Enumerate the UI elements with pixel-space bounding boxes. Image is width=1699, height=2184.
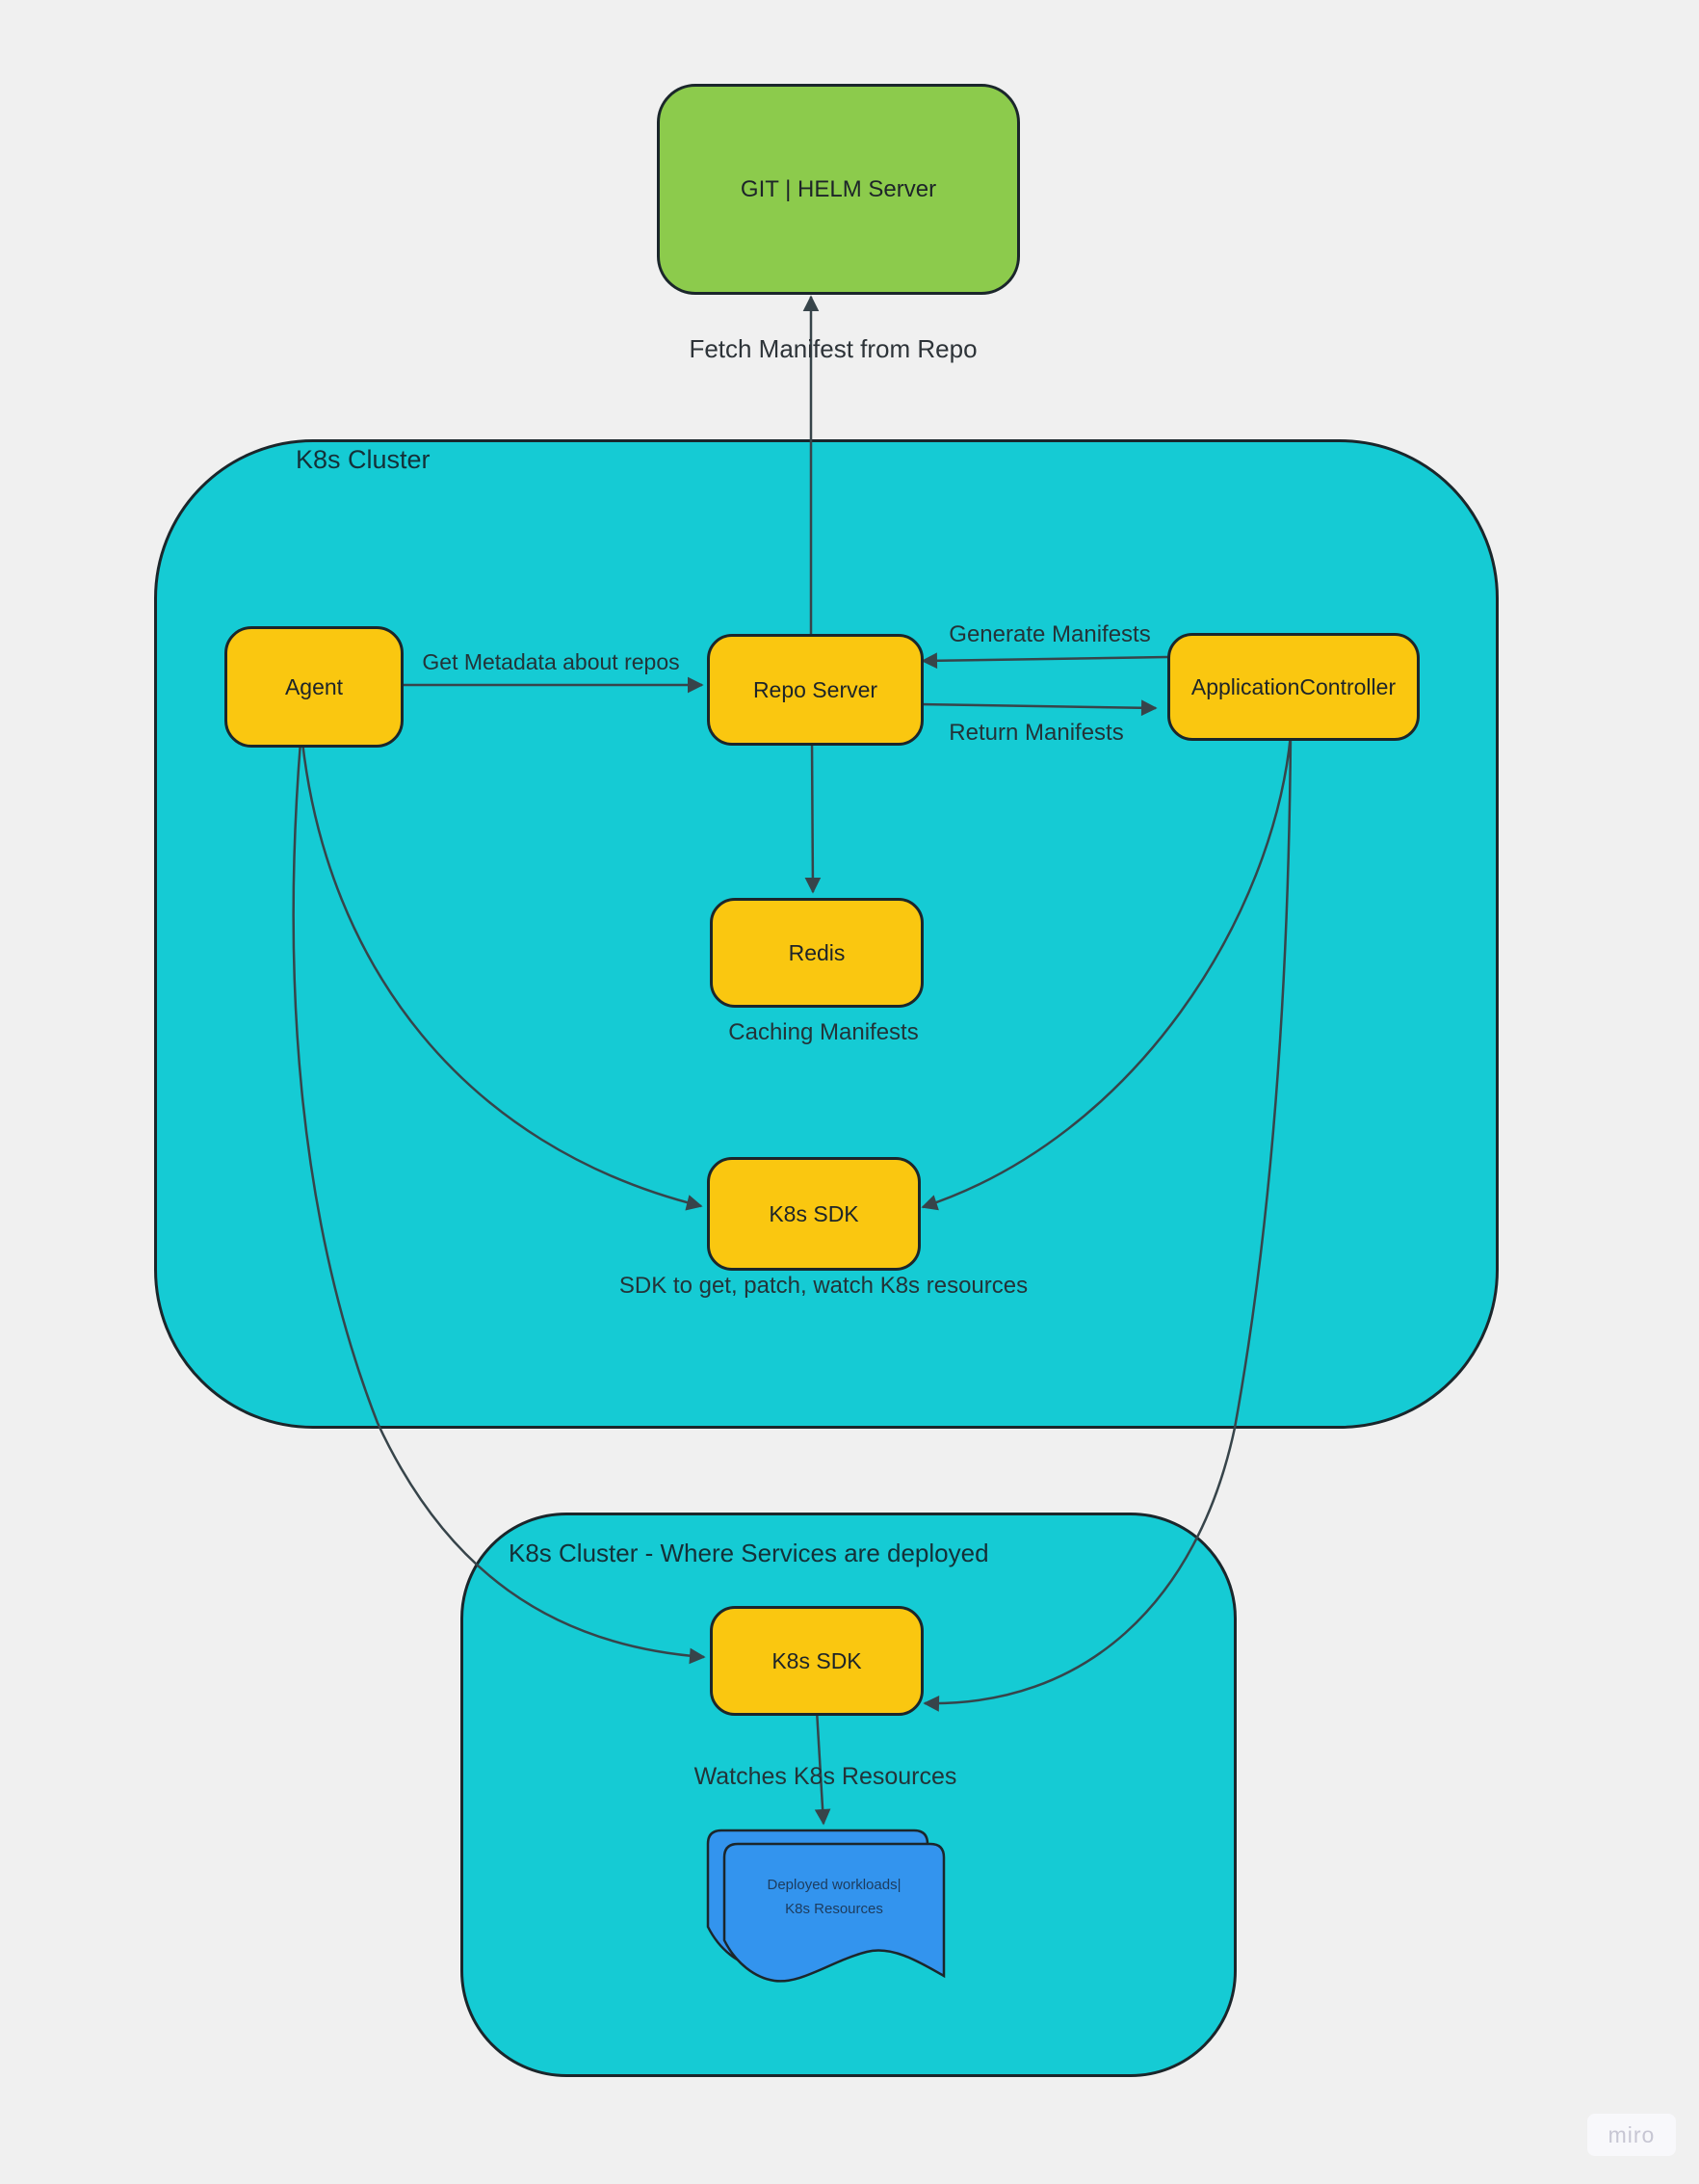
node-application-controller[interactable]: ApplicationController [1167, 633, 1420, 741]
node-redis[interactable]: Redis [710, 898, 924, 1008]
application-controller-label: ApplicationController [1190, 673, 1397, 699]
deployed-workloads-text: Deployed workloads| K8s Resources [724, 1873, 944, 1921]
connector-appcontroller-to-sdk-main[interactable] [921, 734, 1293, 1211]
k8s-sdk-main-label: K8s SDK [769, 1200, 859, 1226]
edge-label-generate-manifests[interactable]: Generate Manifests [949, 621, 1151, 647]
agent-label: Agent [284, 673, 344, 699]
connector-repo-to-redis[interactable] [804, 739, 822, 894]
node-k8s-sdk-deploy[interactable]: K8s SDK [710, 1606, 924, 1716]
edge-label-get-metadata[interactable]: Get Metadata about repos [422, 649, 680, 674]
node-agent[interactable]: Agent [224, 626, 404, 748]
connector-sdk-to-workloads[interactable] [814, 1709, 831, 1826]
deployed-workloads-line2: K8s Resources [785, 1901, 883, 1917]
edge-label-return-manifests[interactable]: Return Manifests [949, 720, 1124, 746]
document-shape-front [722, 1842, 946, 1983]
connector-agent-to-sdk-main[interactable] [301, 741, 703, 1211]
miro-watermark[interactable]: miro [1587, 2114, 1676, 2156]
cluster-main-title: K8s Cluster [296, 445, 431, 474]
node-deployed-workloads-doc[interactable] [701, 1821, 961, 1994]
git-helm-server-label: GIT | HELM Server [740, 175, 937, 202]
edge-label-sdk-description[interactable]: SDK to get, patch, watch K8s resources [618, 1273, 1029, 1299]
cluster-deploy-title: K8s Cluster - Where Services are deploye… [509, 1539, 989, 1567]
connector-appcontroller-to-sdk-deploy[interactable] [923, 734, 1293, 1712]
deployed-workloads-line1: Deployed workloads| [767, 1877, 902, 1893]
connector-repo-to-appcontroller[interactable] [917, 699, 1158, 717]
miro-watermark-label: miro [1608, 2121, 1656, 2147]
edge-label-fetch-manifest[interactable]: Fetch Manifest from Repo [689, 334, 978, 363]
k8s-sdk-deploy-label: K8s SDK [771, 1647, 862, 1673]
node-k8s-sdk-main[interactable]: K8s SDK [707, 1157, 921, 1271]
node-git-helm-server[interactable]: GIT | HELM Server [657, 84, 1020, 295]
repo-server-label: Repo Server [752, 676, 878, 702]
redis-label: Redis [788, 939, 846, 965]
edge-label-caching-manifests[interactable]: Caching Manifests [728, 1019, 919, 1045]
edge-label-watches-resources[interactable]: Watches K8s Resources [693, 1763, 957, 1790]
node-repo-server[interactable]: Repo Server [707, 634, 924, 746]
connector-appcontroller-to-repo[interactable] [921, 652, 1168, 670]
connector-agent-to-sdk-deploy[interactable] [292, 741, 706, 1665]
